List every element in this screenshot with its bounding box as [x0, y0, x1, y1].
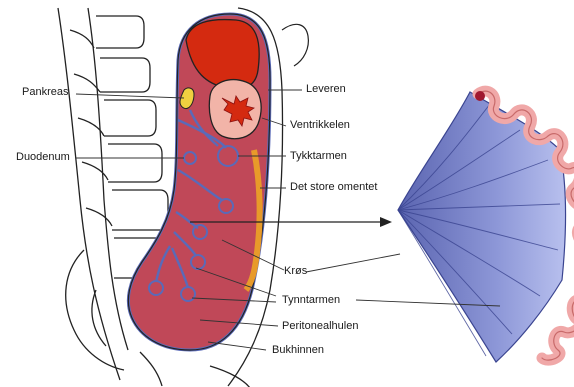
label-pankreas: Pankreas: [22, 86, 68, 99]
label-tykktarmen: Tykktarmen: [290, 150, 347, 163]
diaphragm-arm: [282, 24, 308, 66]
mesentery-fan: [398, 91, 574, 362]
label-leveren: Leveren: [306, 83, 346, 96]
intestine-end: [475, 91, 485, 101]
label-tynntarmen: Tynntarmen: [282, 294, 340, 307]
label-peritonealhulen: Peritonealhulen: [282, 320, 358, 333]
label-kros: Krøs: [284, 265, 307, 278]
label-det-store-omentet: Det store omentet: [290, 181, 377, 194]
label-ventrikkelen: Ventrikkelen: [290, 119, 350, 132]
label-bukhinnen: Bukhinnen: [272, 344, 324, 357]
label-duodenum: Duodenum: [16, 151, 70, 164]
